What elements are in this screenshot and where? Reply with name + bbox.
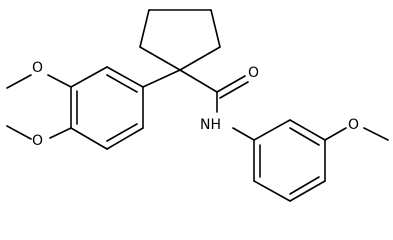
bond: [210, 9, 221, 48]
bond: [49, 127, 72, 139]
bond: [289, 176, 320, 195]
bond: [216, 75, 246, 93]
bond: [289, 127, 320, 146]
bond: [142, 69, 181, 88]
atom-label-oxygen: O: [32, 60, 43, 76]
bond: [139, 46, 181, 71]
methoxyphenyl-ring: [253, 119, 326, 202]
bond: [106, 66, 144, 88]
bond: [106, 127, 144, 150]
bond: [289, 180, 326, 202]
bond: [106, 74, 138, 93]
methoxy-groups-left: [6, 74, 72, 140]
amide-group: [179, 69, 255, 141]
atom-label-oxygen: O: [248, 65, 259, 81]
atom-label-nh: NH: [200, 117, 221, 133]
methoxy-group-right: [324, 127, 389, 141]
bond: [253, 180, 291, 202]
bond: [6, 74, 32, 89]
atom-label-oxygen: O: [348, 117, 359, 133]
bond: [219, 81, 249, 99]
bond: [6, 125, 32, 140]
bond: [139, 9, 150, 48]
atom-label-oxygen: O: [32, 133, 43, 149]
bond: [324, 127, 347, 141]
bond: [179, 69, 218, 93]
bond: [70, 66, 108, 88]
bond: [253, 119, 291, 141]
bond: [70, 127, 108, 150]
bond: [232, 127, 255, 141]
dimethoxyphenyl-ring: [70, 66, 181, 150]
bond: [363, 127, 389, 141]
chemical-structure-diagram: O O O NH O: [6, 9, 389, 202]
cyclopentane-ring: [139, 9, 221, 71]
bond: [47, 74, 72, 88]
bond: [289, 119, 326, 141]
bond: [106, 123, 138, 142]
bond: [179, 46, 221, 71]
